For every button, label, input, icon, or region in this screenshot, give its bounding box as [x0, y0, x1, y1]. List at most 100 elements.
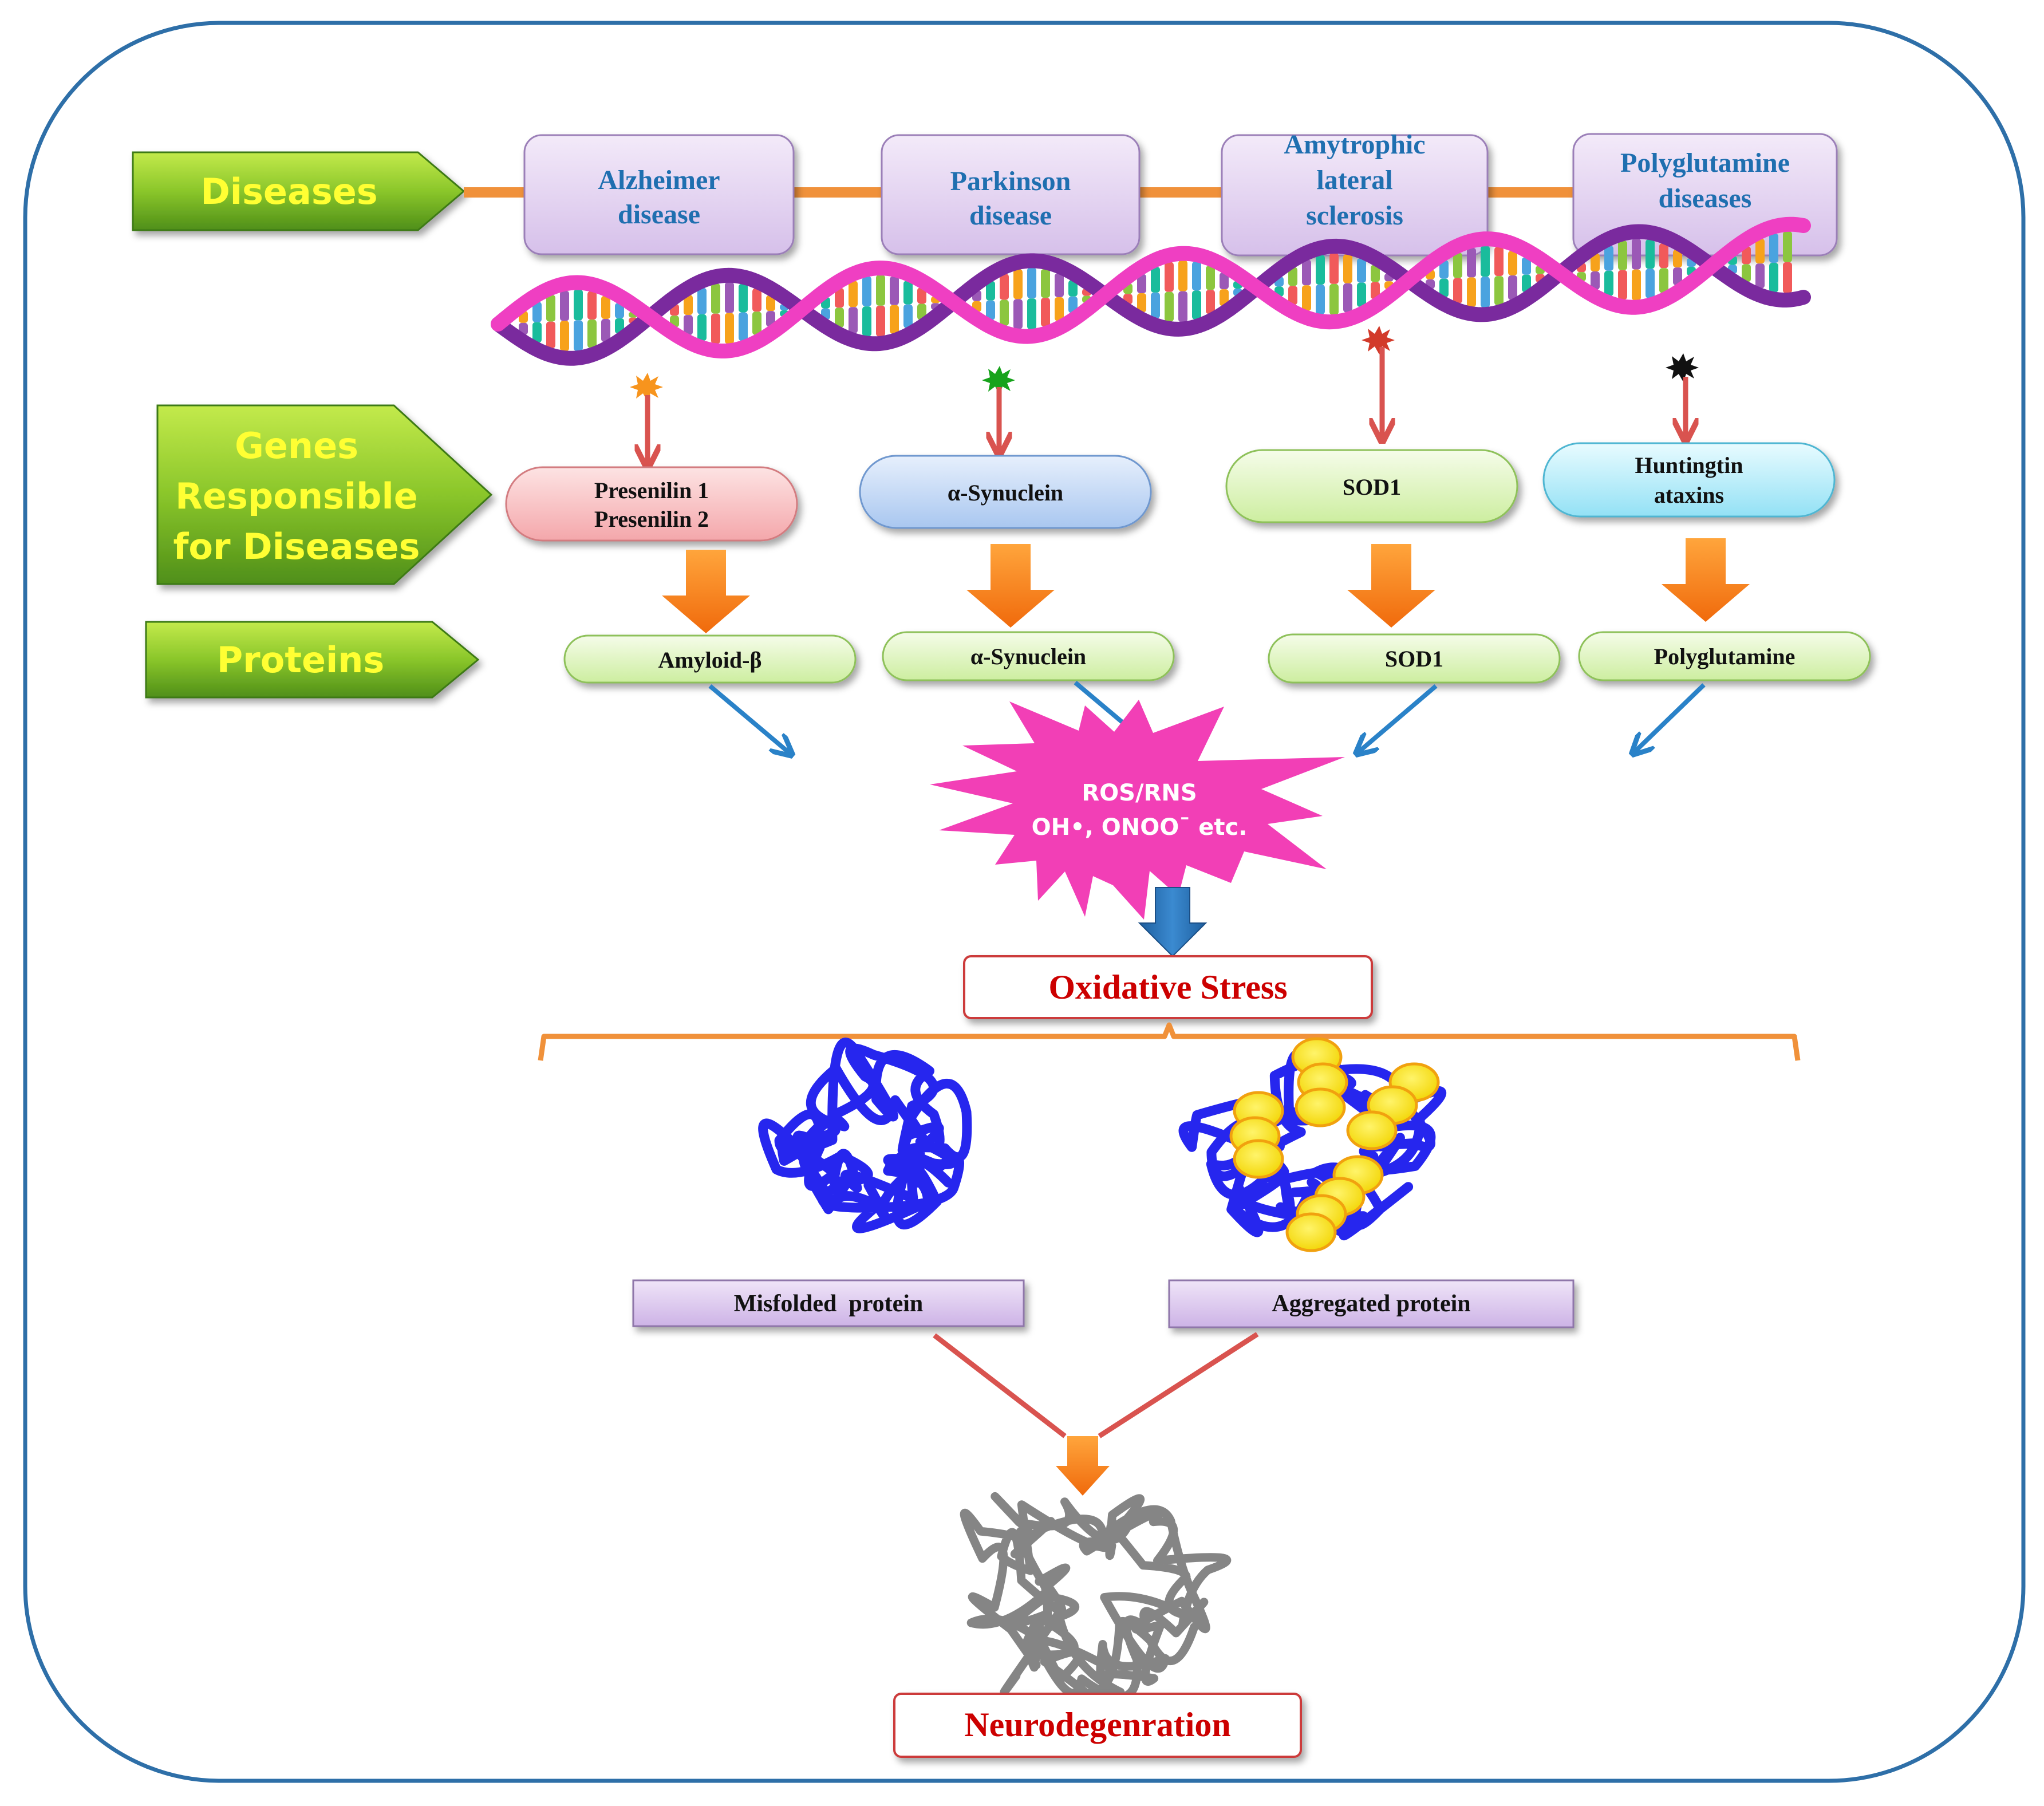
dna-base [1165, 291, 1174, 322]
dna-base [1055, 273, 1064, 297]
aggregated-protein-beads [1229, 1037, 1440, 1252]
dna-base [1371, 282, 1380, 299]
coil-stroke [960, 1492, 1232, 1701]
misfolded-protein-text: Misfolded protein [734, 1291, 924, 1317]
dna-base [574, 320, 583, 352]
dna-base [835, 307, 844, 328]
dna-base [1494, 276, 1504, 306]
dna-base [1013, 299, 1023, 329]
disease-als-line-2: lateral [1316, 165, 1392, 195]
disease-parkinson-line-1: Parkinson [950, 166, 1071, 196]
gene-presenilin-line-1: Presenilin 1 [594, 478, 709, 503]
dna-base [986, 300, 995, 320]
converge-line-left [933, 1333, 1067, 1438]
dna-base [1494, 247, 1504, 277]
dna-base [862, 276, 871, 307]
arrow-protein-3-to-ros [1358, 684, 1438, 752]
dna-base [587, 291, 597, 320]
gene-pill-huntingtin [1542, 442, 1836, 518]
dna-base [1632, 238, 1641, 270]
dna-base [1591, 271, 1600, 290]
dna-base [601, 318, 610, 342]
row-label-genes-line-2: Responsible [175, 475, 418, 517]
dna-base [1769, 263, 1778, 293]
dna-base [835, 287, 844, 308]
protein-amyloid-text: Amyloid-β [658, 647, 761, 673]
dna-base [1467, 247, 1476, 278]
dna-base [1192, 261, 1201, 291]
row-label-genes-line-1: Genes [235, 425, 358, 467]
disease-als-line-1: Amytrophic [1284, 129, 1425, 160]
dna-base [1357, 282, 1366, 307]
dna-base [725, 282, 734, 313]
dna-base [1742, 246, 1751, 265]
dna-base [587, 320, 597, 348]
dna-helix [491, 216, 1811, 366]
row-label-diseases-text: Diseases [200, 171, 377, 212]
dna-base [862, 306, 871, 337]
dna-base [1027, 298, 1036, 330]
dna-base [1742, 264, 1751, 282]
dna-base [1646, 239, 1655, 269]
oxidative-stress-text: Oxidative Stress [1048, 968, 1287, 1006]
dna-base [1041, 298, 1050, 327]
dna-base [1151, 266, 1160, 293]
neurodegeneration-coil [960, 1492, 1232, 1701]
disease-box-alzheimer [523, 134, 795, 255]
dna-base [1137, 293, 1146, 313]
dna-base [1646, 269, 1655, 298]
dna-base [1357, 258, 1366, 283]
dna-base [1439, 260, 1449, 279]
ros-line-2: OH•, ONOO¯ etc. [1032, 814, 1248, 841]
dna-base [1151, 292, 1160, 318]
dna-base [1522, 257, 1531, 275]
blue-down-arrow [1138, 887, 1208, 957]
aggregated-protein-text: Aggregated protein [1272, 1291, 1470, 1317]
arrow-protein-1-to-ros [708, 684, 790, 754]
protein-polyglutamine-text: Polyglutamine [1654, 644, 1796, 669]
dna-base [1316, 255, 1325, 285]
dna-base [1755, 238, 1765, 264]
gene-pill-synuclein [859, 455, 1152, 529]
disease-als-line-3: sclerosis [1306, 200, 1403, 231]
dna-base [1343, 254, 1352, 283]
mutation-marker-black [1666, 353, 1699, 382]
dna-base [1178, 260, 1187, 291]
dna-base [917, 303, 926, 320]
dna-base [1302, 259, 1311, 286]
outer-frame [23, 21, 2026, 1783]
bead [1285, 1212, 1337, 1252]
gene-presenilin-line-2: Presenilin 2 [594, 506, 709, 532]
block-arrow-2 [966, 544, 1055, 628]
block-arrow-1 [662, 550, 750, 633]
row-label-proteins-text: Proteins [217, 639, 385, 681]
dna-base [1178, 291, 1187, 322]
dna-base [684, 294, 693, 316]
dna-base [1316, 285, 1325, 314]
gene-pill-presenilin [505, 466, 798, 542]
converge-line-right [1098, 1332, 1259, 1438]
dna-base [752, 311, 761, 336]
dna-base [917, 287, 926, 304]
dna-base [1467, 277, 1476, 307]
dna-base [1027, 267, 1036, 299]
dna-base [1522, 274, 1531, 293]
bead [1295, 1087, 1346, 1127]
ros-line-1: ROS/RNS [1082, 780, 1197, 806]
dna-strand-pink [491, 216, 1811, 358]
dna-base [1041, 269, 1050, 298]
dna-base [560, 290, 569, 321]
block-arrow-3 [1347, 544, 1435, 628]
orange-bracket [538, 1022, 1801, 1061]
mutation-marker-green [982, 366, 1015, 395]
dna-base [1000, 274, 1009, 300]
dna-base [1206, 266, 1215, 290]
gene-pill-sod1 [1225, 449, 1518, 523]
neurodegeneration-box [893, 1693, 1302, 1758]
dna-base [1165, 262, 1174, 292]
dna-base [1618, 270, 1627, 300]
dna-base [766, 311, 775, 327]
block-arrow-4 [1662, 538, 1750, 622]
dna-base [739, 312, 748, 341]
